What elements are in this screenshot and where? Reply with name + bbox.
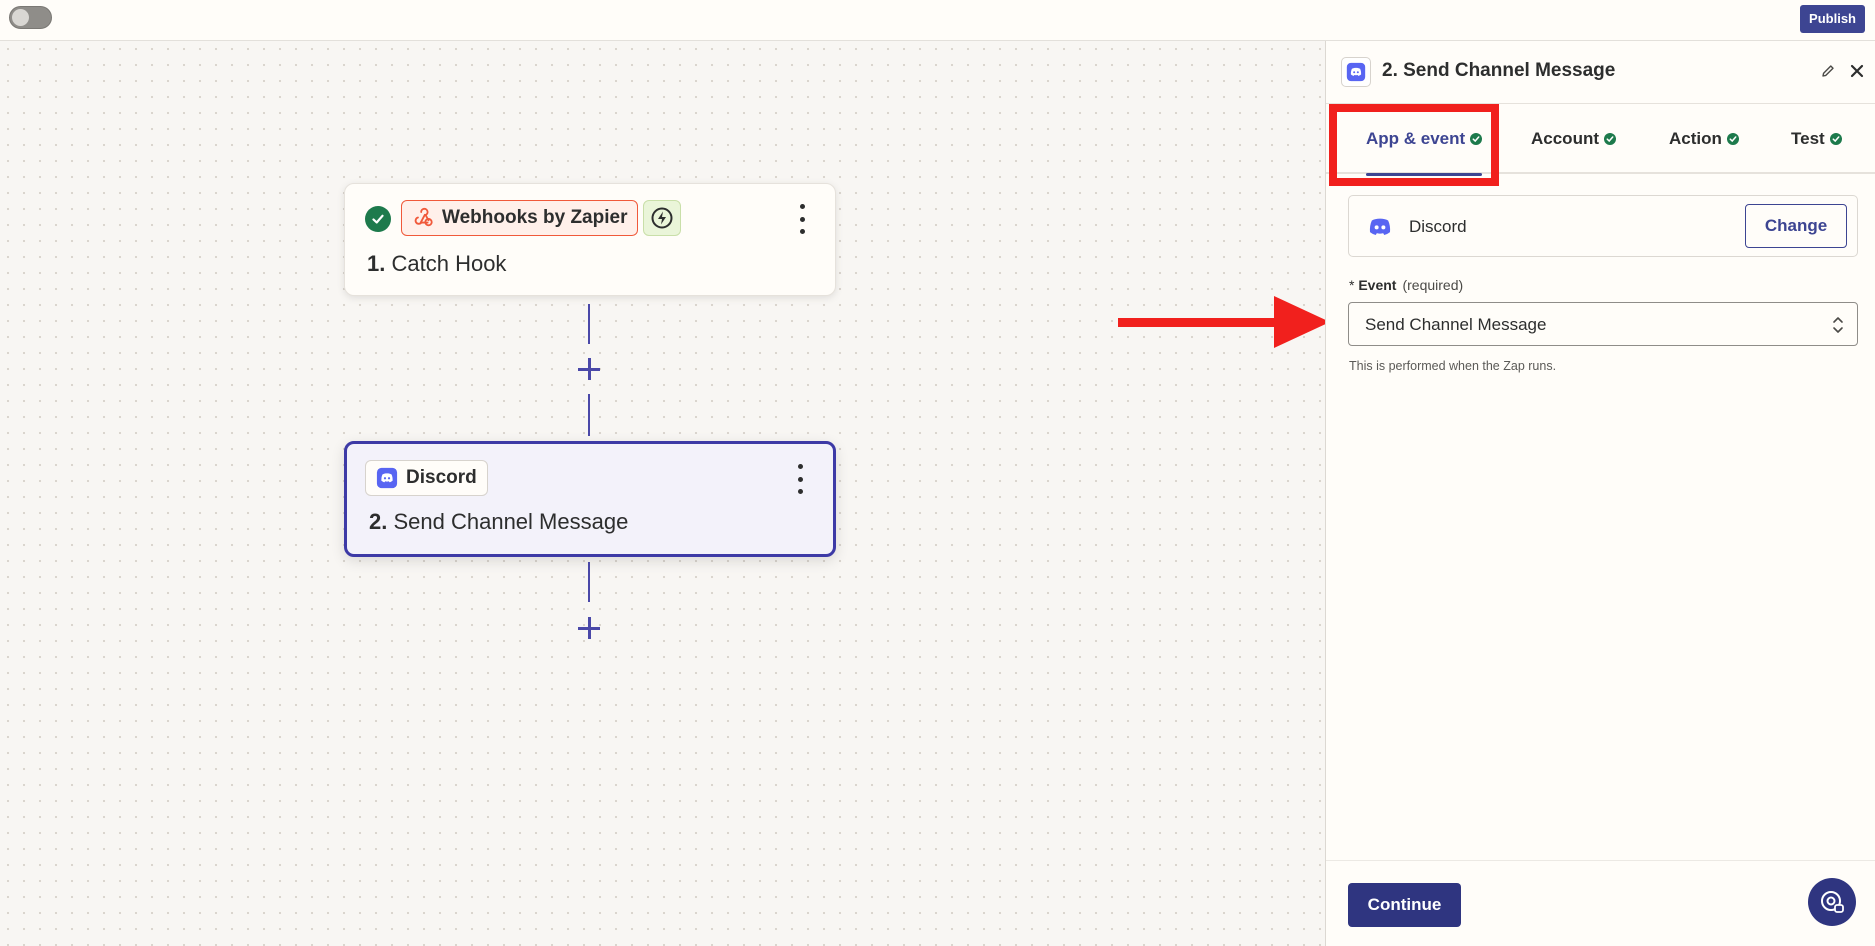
- kebab-menu-icon[interactable]: [797, 204, 807, 234]
- annotation-arrow-icon: [1118, 296, 1330, 348]
- toggle-knob: [12, 9, 29, 26]
- publish-button[interactable]: Publish: [1800, 5, 1865, 33]
- app-chip-label: Discord: [406, 467, 477, 488]
- tab-action[interactable]: Action: [1669, 104, 1739, 174]
- tab-label: Account: [1531, 129, 1599, 148]
- kebab-menu-icon[interactable]: [795, 464, 805, 494]
- connector-line: [588, 304, 590, 344]
- connector-line: [588, 394, 590, 436]
- panel-header: 2. Send Channel Message: [1326, 41, 1875, 104]
- tab-test[interactable]: Test: [1791, 104, 1842, 174]
- event-select[interactable]: Send Channel Message: [1348, 302, 1858, 346]
- selected-app-row: Discord Change: [1348, 195, 1858, 257]
- discord-icon: [1341, 57, 1371, 87]
- help-chat-icon[interactable]: [1808, 878, 1856, 926]
- top-bar: Publish: [0, 0, 1875, 41]
- selected-app-name: Discord: [1409, 217, 1467, 236]
- discord-icon: [1369, 218, 1391, 235]
- close-icon[interactable]: [1848, 62, 1866, 80]
- check-circle-icon: [1829, 133, 1842, 145]
- add-step-plus-icon[interactable]: [577, 357, 601, 381]
- app-chip-webhooks: Webhooks by Zapier: [401, 200, 639, 236]
- tab-account[interactable]: Account: [1531, 104, 1616, 174]
- tab-label: App & event: [1366, 129, 1466, 148]
- check-circle-icon: [365, 206, 391, 232]
- add-step-plus-icon[interactable]: [577, 616, 601, 640]
- app-chip-discord: Discord: [365, 460, 488, 496]
- discord-icon: [376, 467, 398, 489]
- check-circle-icon: [1470, 133, 1483, 145]
- pencil-icon[interactable]: [1820, 63, 1836, 79]
- zap-on-off-toggle[interactable]: [9, 6, 52, 29]
- trigger-lightning-icon: [643, 200, 681, 236]
- chevron-up-down-icon: [1833, 317, 1843, 333]
- app-chip-label: Webhooks by Zapier: [442, 207, 628, 228]
- connector-line: [588, 562, 590, 602]
- panel-title: 2. Send Channel Message: [1382, 60, 1616, 81]
- step-tabs: App & event Account Action Test: [1326, 104, 1875, 176]
- check-circle-icon: [1604, 133, 1616, 145]
- tab-app-event[interactable]: App & event: [1366, 104, 1483, 176]
- webhook-icon: [414, 207, 433, 227]
- step-title: 1. Catch Hook: [367, 251, 507, 276]
- step-card-send-channel-message[interactable]: Discord 2. Send Channel Message: [344, 441, 836, 557]
- tab-label: Action: [1669, 129, 1722, 148]
- step-title: 2. Send Channel Message: [369, 509, 629, 534]
- tab-label: Test: [1791, 129, 1825, 148]
- change-app-button[interactable]: Change: [1745, 204, 1847, 248]
- continue-button[interactable]: Continue: [1348, 883, 1461, 927]
- step-card-catch-hook[interactable]: Webhooks by Zapier 1. Catch Hook: [344, 183, 836, 296]
- check-circle-icon: [1726, 133, 1739, 145]
- annotation-highlight-box: [1329, 104, 1499, 186]
- event-field-label: * Event(required): [1349, 277, 1464, 293]
- step-settings-panel: 2. Send Channel Message App & event Acco…: [1325, 41, 1875, 946]
- event-helper-text: This is performed when the Zap runs.: [1349, 359, 1557, 373]
- panel-footer: Continue: [1326, 860, 1875, 946]
- event-select-value: Send Channel Message: [1365, 315, 1547, 334]
